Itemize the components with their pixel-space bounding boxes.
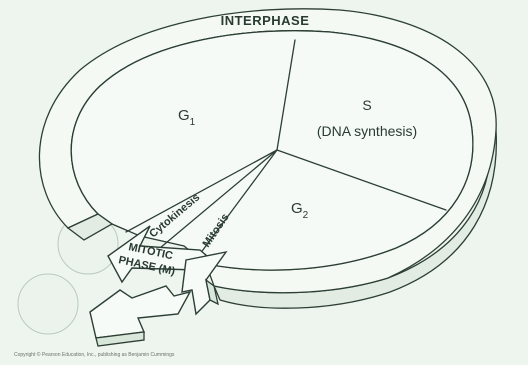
mitotic-arrow-right <box>181 250 228 316</box>
s-detail-label: (DNA synthesis) <box>317 123 417 139</box>
g2-letter: G <box>291 200 303 217</box>
ring-left-end <box>66 213 114 241</box>
g2-subscript: 2 <box>303 210 309 221</box>
divider-cytokinesis-mitosis <box>159 149 278 249</box>
g1-subscript: 1 <box>190 117 196 128</box>
g1-letter: G <box>178 107 190 124</box>
s-label: S <box>362 97 371 113</box>
mitotic-arrow-lower <box>89 285 192 339</box>
divider-s-g2 <box>276 149 447 211</box>
divider-g1-m <box>125 149 278 233</box>
ghost-circle-lower <box>17 273 79 335</box>
divider-g1-s <box>276 39 296 151</box>
copyright-credit: Copyright © Pearson Education, Inc., pub… <box>14 351 175 358</box>
mitotic-arrow-lower-side <box>95 331 145 347</box>
divider-g2-m <box>193 149 278 263</box>
inner-disk <box>70 30 474 271</box>
mitotic-arrow-right-side <box>205 278 219 306</box>
interphase-label: INTERPHASE <box>221 13 310 28</box>
g1-label: G1 <box>178 107 196 128</box>
g2-label: G2 <box>291 200 309 221</box>
